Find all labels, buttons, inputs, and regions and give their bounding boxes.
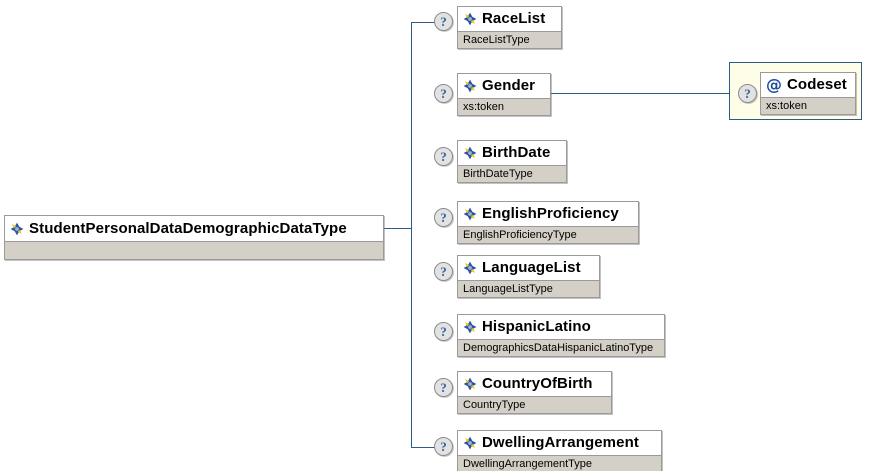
node-title: CountryOfBirth	[482, 375, 593, 392]
node-title: BirthDate	[482, 144, 551, 161]
node-header: HispanicLatino	[458, 315, 664, 339]
node-type-label	[5, 241, 383, 259]
node-title: Codeset	[787, 76, 847, 93]
element-icon	[463, 207, 477, 221]
node-header: StudentPersonalDataDemographicDataType	[5, 216, 383, 241]
element-icon	[463, 261, 477, 275]
node-countryofbirth[interactable]: CountryOfBirth CountryType	[457, 371, 612, 414]
node-type-label: BirthDateType	[458, 165, 566, 182]
element-icon	[10, 222, 24, 236]
node-header: RaceList	[458, 7, 561, 31]
connector-branch-first	[411, 22, 437, 23]
node-header: DwellingArrangement	[458, 431, 661, 455]
node-title: DwellingArrangement	[482, 434, 639, 451]
node-languagelist[interactable]: LanguageList LanguageListType	[457, 255, 600, 298]
element-icon	[463, 146, 477, 160]
occurrence-marker-codeset[interactable]: ?	[738, 84, 757, 103]
node-title: StudentPersonalDataDemographicDataType	[29, 219, 347, 237]
node-header: BirthDate	[458, 141, 566, 165]
element-icon	[463, 79, 477, 93]
connector-trunk	[411, 22, 412, 447]
node-type-label: xs:token	[458, 98, 550, 115]
connector-gender-to-codeset	[551, 93, 729, 94]
occurrence-marker-languagelist[interactable]: ?	[434, 262, 453, 281]
node-header: LanguageList	[458, 256, 599, 280]
node-dwellingarrangement[interactable]: DwellingArrangement DwellingArrangementT…	[457, 430, 662, 471]
node-englishproficiency[interactable]: EnglishProficiency EnglishProficiencyTyp…	[457, 201, 639, 244]
node-birthdate[interactable]: BirthDate BirthDateType	[457, 140, 567, 183]
node-type-label: xs:token	[761, 97, 855, 114]
occurrence-marker-racelist[interactable]: ?	[434, 12, 453, 31]
node-title: HispanicLatino	[482, 318, 591, 335]
node-header: Gender	[458, 74, 550, 98]
node-type-label: RaceListType	[458, 31, 561, 48]
node-student-personal-data-demographic-data-type[interactable]: StudentPersonalDataDemographicDataType	[4, 215, 384, 260]
occurrence-marker-birthdate[interactable]: ?	[434, 147, 453, 166]
occurrence-marker-hispaniclatino[interactable]: ?	[434, 322, 453, 341]
node-codeset[interactable]: @ Codeset xs:token	[760, 72, 856, 115]
node-title: RaceList	[482, 10, 546, 27]
node-type-label: DemographicsDataHispanicLatinoType	[458, 339, 664, 356]
element-icon	[463, 436, 477, 450]
node-type-label: DwellingArrangementType	[458, 455, 661, 471]
connector-root-stub	[384, 228, 411, 229]
node-header: @ Codeset	[761, 73, 855, 97]
node-header: EnglishProficiency	[458, 202, 638, 226]
connector-branch-last	[411, 447, 437, 448]
node-type-label: CountryType	[458, 396, 611, 413]
node-title: Gender	[482, 77, 536, 94]
node-header: CountryOfBirth	[458, 372, 611, 396]
element-icon	[463, 377, 477, 391]
node-title: EnglishProficiency	[482, 205, 619, 222]
node-type-label: LanguageListType	[458, 280, 599, 297]
element-icon	[463, 12, 477, 26]
occurrence-marker-countryofbirth[interactable]: ?	[434, 378, 453, 397]
node-gender[interactable]: Gender xs:token	[457, 73, 551, 116]
attribute-icon: @	[766, 75, 782, 94]
node-title: LanguageList	[482, 259, 581, 276]
node-hispaniclatino[interactable]: HispanicLatino DemographicsDataHispanicL…	[457, 314, 665, 357]
node-type-label: EnglishProficiencyType	[458, 226, 638, 243]
occurrence-marker-englishproficiency[interactable]: ?	[434, 208, 453, 227]
element-icon	[463, 320, 477, 334]
node-racelist[interactable]: RaceList RaceListType	[457, 6, 562, 49]
occurrence-marker-dwellingarrangement[interactable]: ?	[434, 437, 453, 456]
occurrence-marker-gender[interactable]: ?	[434, 84, 453, 103]
